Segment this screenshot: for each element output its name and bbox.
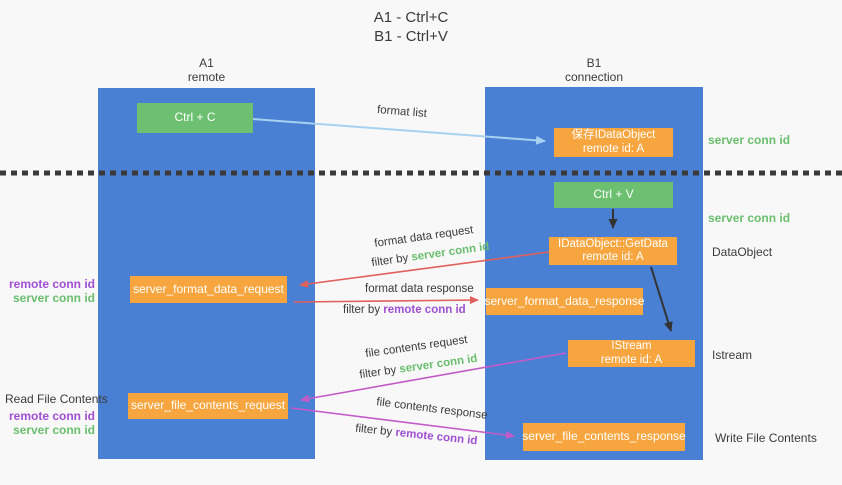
ctrl-v-label: Ctrl + V — [593, 187, 634, 202]
filter-prefix: filter by — [370, 251, 413, 270]
server-file-contents-response-label: server_file_contents_response — [522, 429, 686, 444]
lane-a1-subtitle: remote — [187, 70, 226, 84]
left-remote-conn-id-1: remote conn id — [8, 277, 95, 291]
save-idataobject-line1: 保存IDataObject — [571, 129, 656, 141]
getdata-line2: remote id: A — [582, 251, 644, 263]
title-line-2: B1 - Ctrl+V — [374, 28, 448, 45]
server-file-contents-request-box: server_file_contents_request — [128, 393, 288, 419]
lane-b1-name: B1 — [586, 56, 602, 70]
filter-by-remote-conn-id-label-2: filter by remote conn id — [355, 423, 478, 448]
format-data-response-arrow — [293, 296, 479, 305]
lane-header-a1: A1 remote — [98, 56, 315, 84]
diagram-title: A1 - Ctrl+C B1 - Ctrl+V — [0, 8, 822, 46]
format-data-response-label: format data response — [365, 283, 474, 295]
save-idataobject-line2: remote id: A — [582, 142, 645, 155]
file-contents-response-label: file contents response — [375, 396, 489, 422]
ctrl-v-box: Ctrl + V — [554, 182, 673, 208]
filter-prefix: filter by — [358, 363, 401, 382]
right-server-conn-id-2: server conn id — [708, 211, 791, 225]
left-server-conn-id-2: server conn id — [12, 423, 95, 437]
server-file-contents-response-box: server_file_contents_response — [522, 423, 686, 451]
remote-conn-id-text: remote conn id — [383, 304, 466, 316]
left-server-conn-id-1: server conn id — [12, 291, 95, 305]
filter-by-remote-conn-id-label-1: filter by remote conn id — [343, 304, 466, 316]
istream-line1: IStream — [611, 340, 652, 352]
ctrl-c-box: Ctrl + C — [137, 103, 253, 133]
lane-header-b1: B1 connection — [485, 56, 703, 84]
server-conn-id-text: server conn id — [410, 240, 491, 264]
lane-a1-name: A1 — [199, 56, 214, 70]
server-format-data-response-label: server_format_data_response — [484, 293, 645, 308]
write-file-contents-label: Write File Contents — [715, 431, 817, 445]
filter-prefix: filter by — [343, 304, 384, 316]
save-idataobject-box: 保存IDataObject remote id: A — [554, 128, 673, 157]
server-format-data-response-box: server_format_data_response — [484, 288, 645, 315]
istream-line2: remote id: A — [600, 353, 663, 366]
idataobject-getdata-box: IDataObject::GetData remote id: A — [549, 237, 677, 265]
ctrl-c-label: Ctrl + C — [174, 110, 216, 125]
server-file-contents-request-label: server_file_contents_request — [130, 398, 286, 413]
server-conn-id-text: server conn id — [398, 352, 479, 376]
getdata-line1: IDataObject::GetData — [558, 237, 668, 250]
lane-b1-subtitle: connection — [564, 70, 624, 84]
server-format-data-request-label: server_format_data_request — [133, 281, 284, 296]
read-file-contents-label: Read File Contents — [5, 392, 108, 406]
istream-box: IStream remote id: A — [568, 340, 695, 367]
server-format-data-request-box: server_format_data_request — [130, 276, 287, 303]
left-remote-conn-id-2: remote conn id — [8, 409, 95, 423]
remote-conn-id-text: remote conn id — [394, 426, 478, 448]
filter-prefix: filter by — [354, 422, 397, 439]
title-line-1: A1 - Ctrl+C — [373, 9, 449, 26]
istream-side-label: Istream — [712, 348, 753, 362]
dataobject-label: DataObject — [712, 245, 773, 259]
format-list-label: format list — [376, 104, 428, 120]
right-server-conn-id-1: server conn id — [708, 133, 791, 147]
